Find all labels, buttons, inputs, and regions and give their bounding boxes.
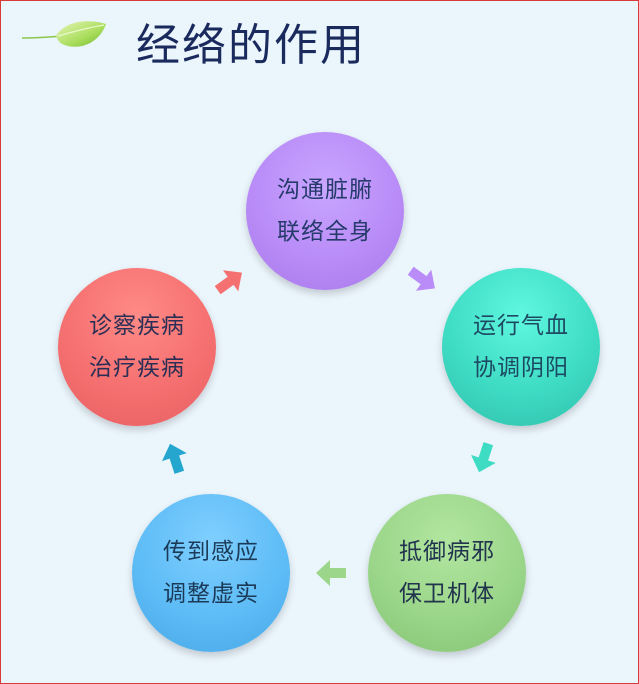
node-line-2: 联络全身 xyxy=(277,219,373,245)
arrow-5-to-1-icon xyxy=(214,270,242,295)
leaf-icon xyxy=(21,21,106,47)
node-line-2: 协调阴阳 xyxy=(473,355,569,381)
node-line-1: 抵御病邪 xyxy=(399,539,495,565)
arrow-4-to-5-icon xyxy=(162,443,187,474)
node-line-2: 调整虚实 xyxy=(163,581,259,607)
node-line-2: 治疗疾病 xyxy=(89,355,185,381)
page-title: 经络的作用 xyxy=(136,20,366,71)
node-meridian-connect-organs: 沟通脏腑 联络全身 xyxy=(246,132,404,290)
arrow-1-to-2-icon xyxy=(407,266,435,291)
node-line-1: 传到感应 xyxy=(163,539,259,565)
node-line-1: 运行气血 xyxy=(473,313,569,339)
node-meridian-qi-blood: 运行气血 协调阴阳 xyxy=(442,268,600,426)
node-meridian-defense: 抵御病邪 保卫机体 xyxy=(368,494,526,652)
node-meridian-conduction: 传到感应 调整虚实 xyxy=(132,494,290,652)
arrow-3-to-4-icon xyxy=(316,560,346,586)
node-line-1: 诊察疾病 xyxy=(89,313,185,339)
node-line-1: 沟通脏腑 xyxy=(277,177,373,203)
arrow-2-to-3-icon xyxy=(471,442,496,473)
node-meridian-diagnosis: 诊察疾病 治疗疾病 xyxy=(58,268,216,426)
node-line-2: 保卫机体 xyxy=(399,581,495,607)
